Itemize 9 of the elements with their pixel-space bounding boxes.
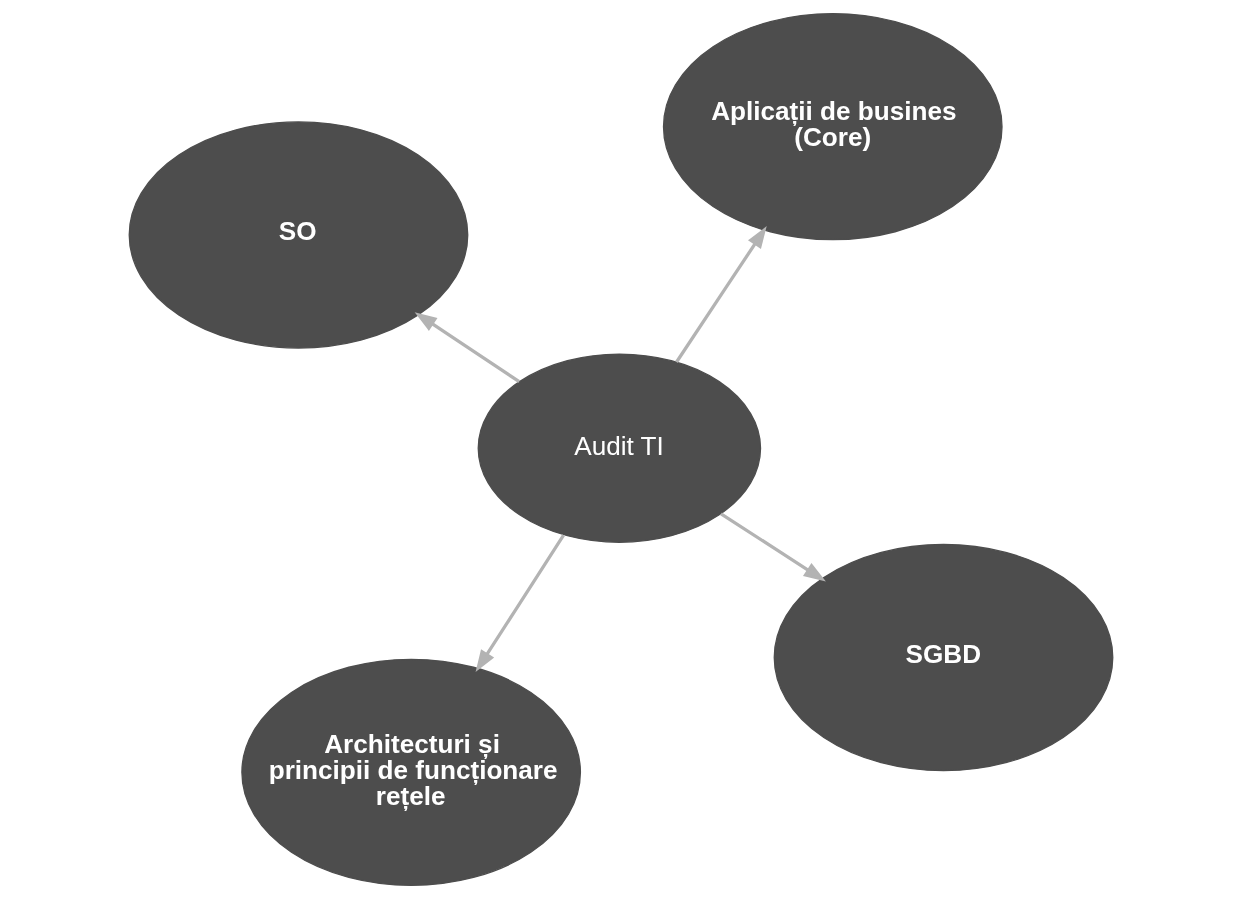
node-ellipse: SO [128, 121, 469, 349]
arrow [414, 312, 521, 383]
node-ellipse: Architecturi și principii de funcționare rețele [241, 658, 582, 887]
node-ellipse: SGBD [773, 543, 1114, 772]
arrow [720, 512, 826, 582]
node-ellipse: Aplicații de busines (Core) [662, 12, 1003, 241]
arrow [675, 226, 767, 363]
node-ellipse: Audit TI [477, 353, 762, 543]
arrow [475, 534, 565, 673]
